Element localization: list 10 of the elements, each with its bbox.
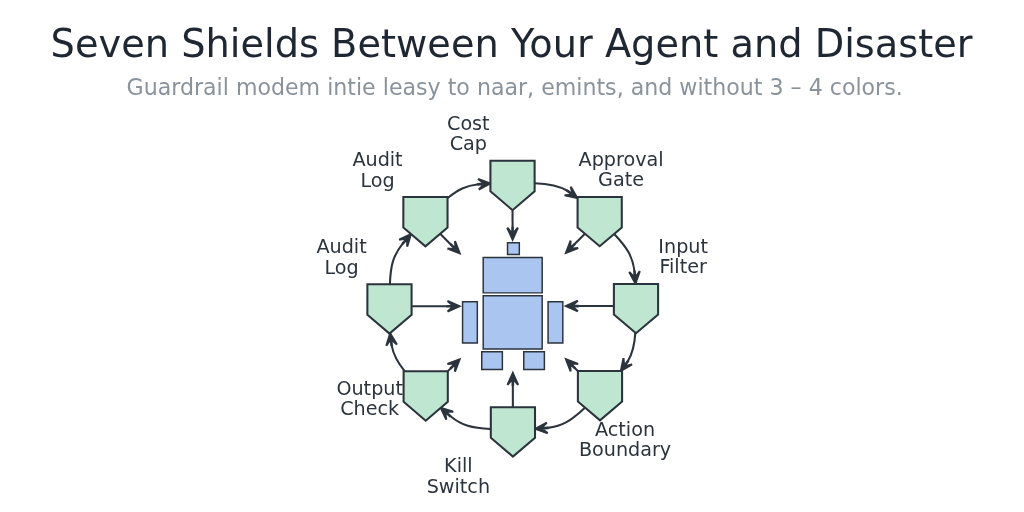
node-label: Cost Cap xyxy=(447,111,490,156)
node-label: Audit Log xyxy=(316,235,367,279)
node-label: Audit Log xyxy=(352,147,403,192)
diagram-title: Seven Shields Between Your Agent and Disaster xyxy=(50,20,973,66)
node-label: Kill Switch xyxy=(426,453,491,498)
node-label: Output Check xyxy=(336,376,403,421)
node-label: Input Filter xyxy=(658,234,708,279)
node-label: Approval Gate xyxy=(578,147,664,192)
caption: Guardrail modem intie leasy to naar, emints, and without 3 – 4 colors. xyxy=(126,74,903,101)
node-label: Action Boundary xyxy=(578,417,672,462)
